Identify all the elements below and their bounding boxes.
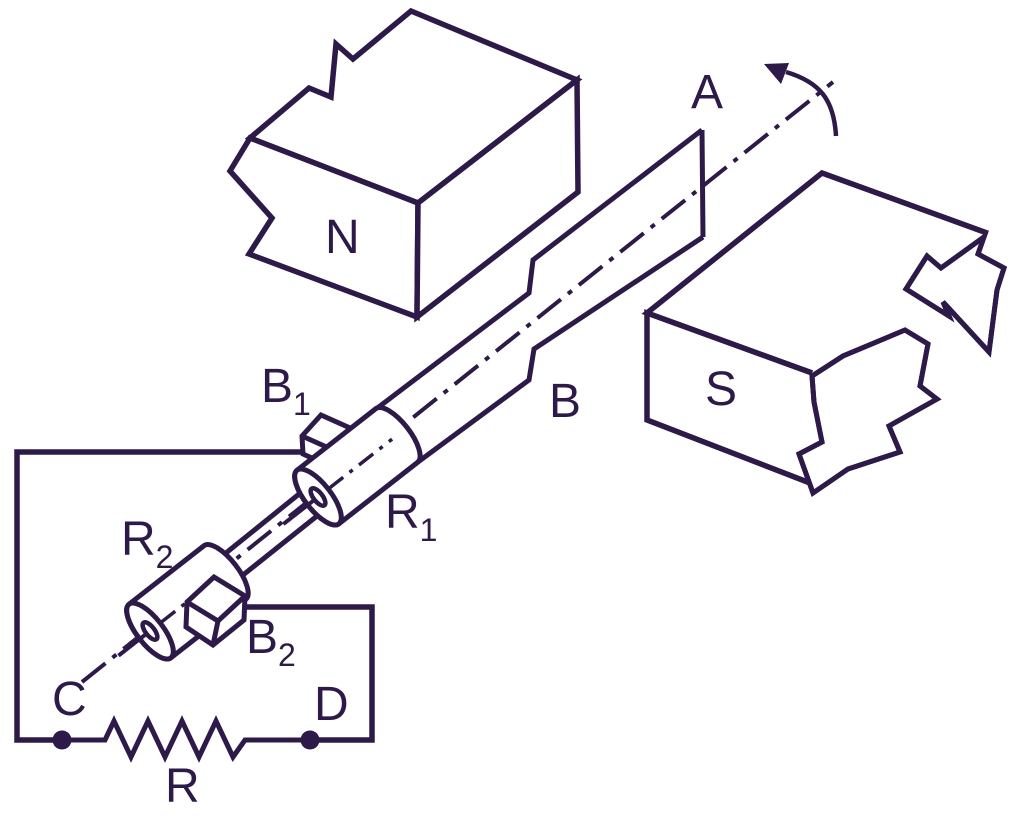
terminal-dot-c [52, 730, 72, 750]
external-circuit [14, 449, 375, 763]
terminal-dot-d [300, 730, 320, 750]
label-pole-s: S [705, 363, 738, 416]
coil-conductor-a [374, 128, 704, 411]
label-terminal-c: C [52, 673, 87, 726]
label-load-resistance: R [165, 760, 200, 813]
resistor-zigzag [62, 715, 310, 763]
label-pole-n: N [325, 211, 360, 264]
label-terminal-d: D [314, 678, 349, 731]
magnet-torn-end-hatching [795, 230, 1008, 497]
label-slip-ring-1: R1 [385, 486, 438, 548]
label-brush-2: B2 [246, 611, 296, 673]
coil-conductor-b [416, 234, 705, 465]
shaft [214, 484, 329, 585]
magnet-south-pole [641, 169, 1008, 497]
magnet-north-pole [226, 7, 583, 323]
wire-brush2-to-d [245, 604, 375, 743]
label-brush-1: B1 [261, 360, 311, 422]
wire-brush1-to-c [14, 449, 305, 743]
armature-coil [374, 128, 706, 465]
label-slip-ring-2: R2 [121, 513, 174, 575]
label-coil-end-a: A [691, 66, 724, 119]
slip-ring-1 [282, 404, 423, 528]
label-coil-side-b: B [549, 375, 582, 428]
rotation-arrow-icon [764, 63, 839, 137]
coil-end-edge [699, 129, 706, 238]
brush-2 [183, 573, 248, 649]
